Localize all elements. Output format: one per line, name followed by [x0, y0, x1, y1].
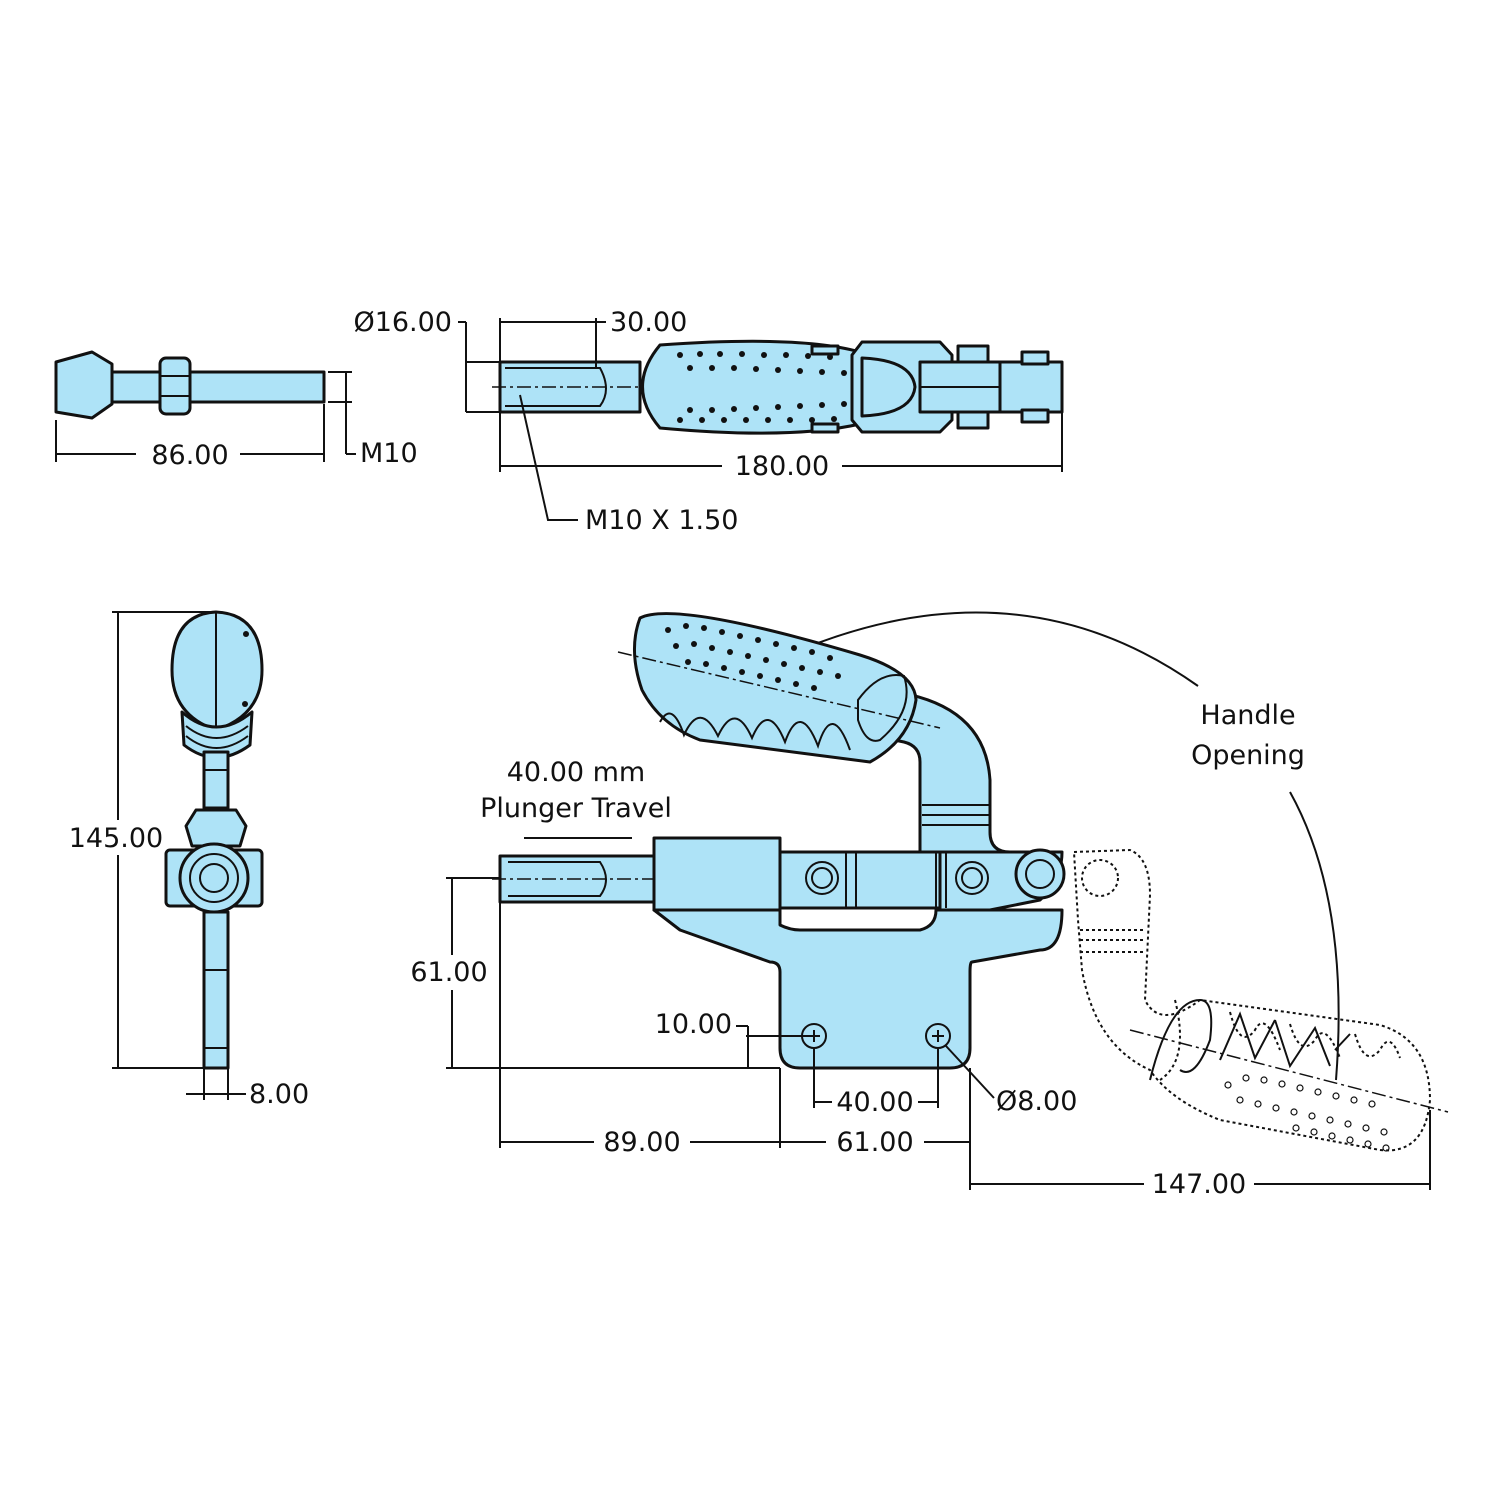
label-thread: M10 X 1.50 [585, 505, 738, 536]
side-guide-block [652, 836, 782, 912]
rod-thread [188, 370, 326, 404]
side-base [652, 908, 1064, 1070]
opening-arc-bottom [1289, 791, 1340, 1081]
opening-arc-top [799, 611, 1199, 687]
end-stem [202, 750, 230, 810]
view-top: 30.00 Ø16.00 180.00 M10 X 1.50 [353, 307, 1064, 536]
side-grip-dots [665, 623, 841, 691]
dim-10: 10.00 [655, 1009, 732, 1040]
view-side: 40.00 mm Plunger Travel Handle Opening 6… [410, 611, 1449, 1200]
dim-61-height: 61.00 [410, 957, 487, 988]
side-handle-grip [632, 612, 918, 764]
ghost-handle-open [1072, 848, 1449, 1152]
dim-86: 86.00 [151, 440, 228, 471]
dim-61-width: 61.00 [836, 1127, 913, 1158]
view-end: 145.00 8.00 [69, 610, 309, 1110]
dim-30: 30.00 [610, 307, 687, 338]
label-handle: Handle [1200, 700, 1295, 731]
label-travel-caption: Plunger Travel [480, 793, 672, 824]
grip-dots-top [677, 351, 847, 423]
label-opening: Opening [1191, 740, 1305, 771]
dim-89: 89.00 [603, 1127, 680, 1158]
top-pivot-block [998, 360, 1064, 414]
rod-tip [54, 350, 114, 420]
label-m10: M10 [360, 438, 418, 469]
dim-147: 147.00 [1152, 1169, 1246, 1200]
pivot-1 [805, 861, 839, 895]
pivot-3 [1014, 848, 1066, 900]
side-frame [778, 850, 942, 910]
dim-180: 180.00 [735, 451, 829, 482]
rod-nut [158, 356, 192, 416]
dim-hole-dia: Ø8.00 [996, 1086, 1077, 1117]
dim-40: 40.00 [836, 1087, 913, 1118]
end-leg [202, 910, 230, 1070]
dim-16: Ø16.00 [353, 307, 452, 338]
dim-145: 145.00 [69, 823, 163, 854]
label-travel-value: 40.00 mm [507, 757, 645, 788]
ghost-grip-dots [1224, 1074, 1390, 1152]
dim-8: 8.00 [249, 1079, 309, 1110]
pivot-2 [955, 861, 989, 895]
view-plunger-rod: 86.00 M10 [54, 350, 418, 471]
rod-neck [110, 370, 162, 404]
